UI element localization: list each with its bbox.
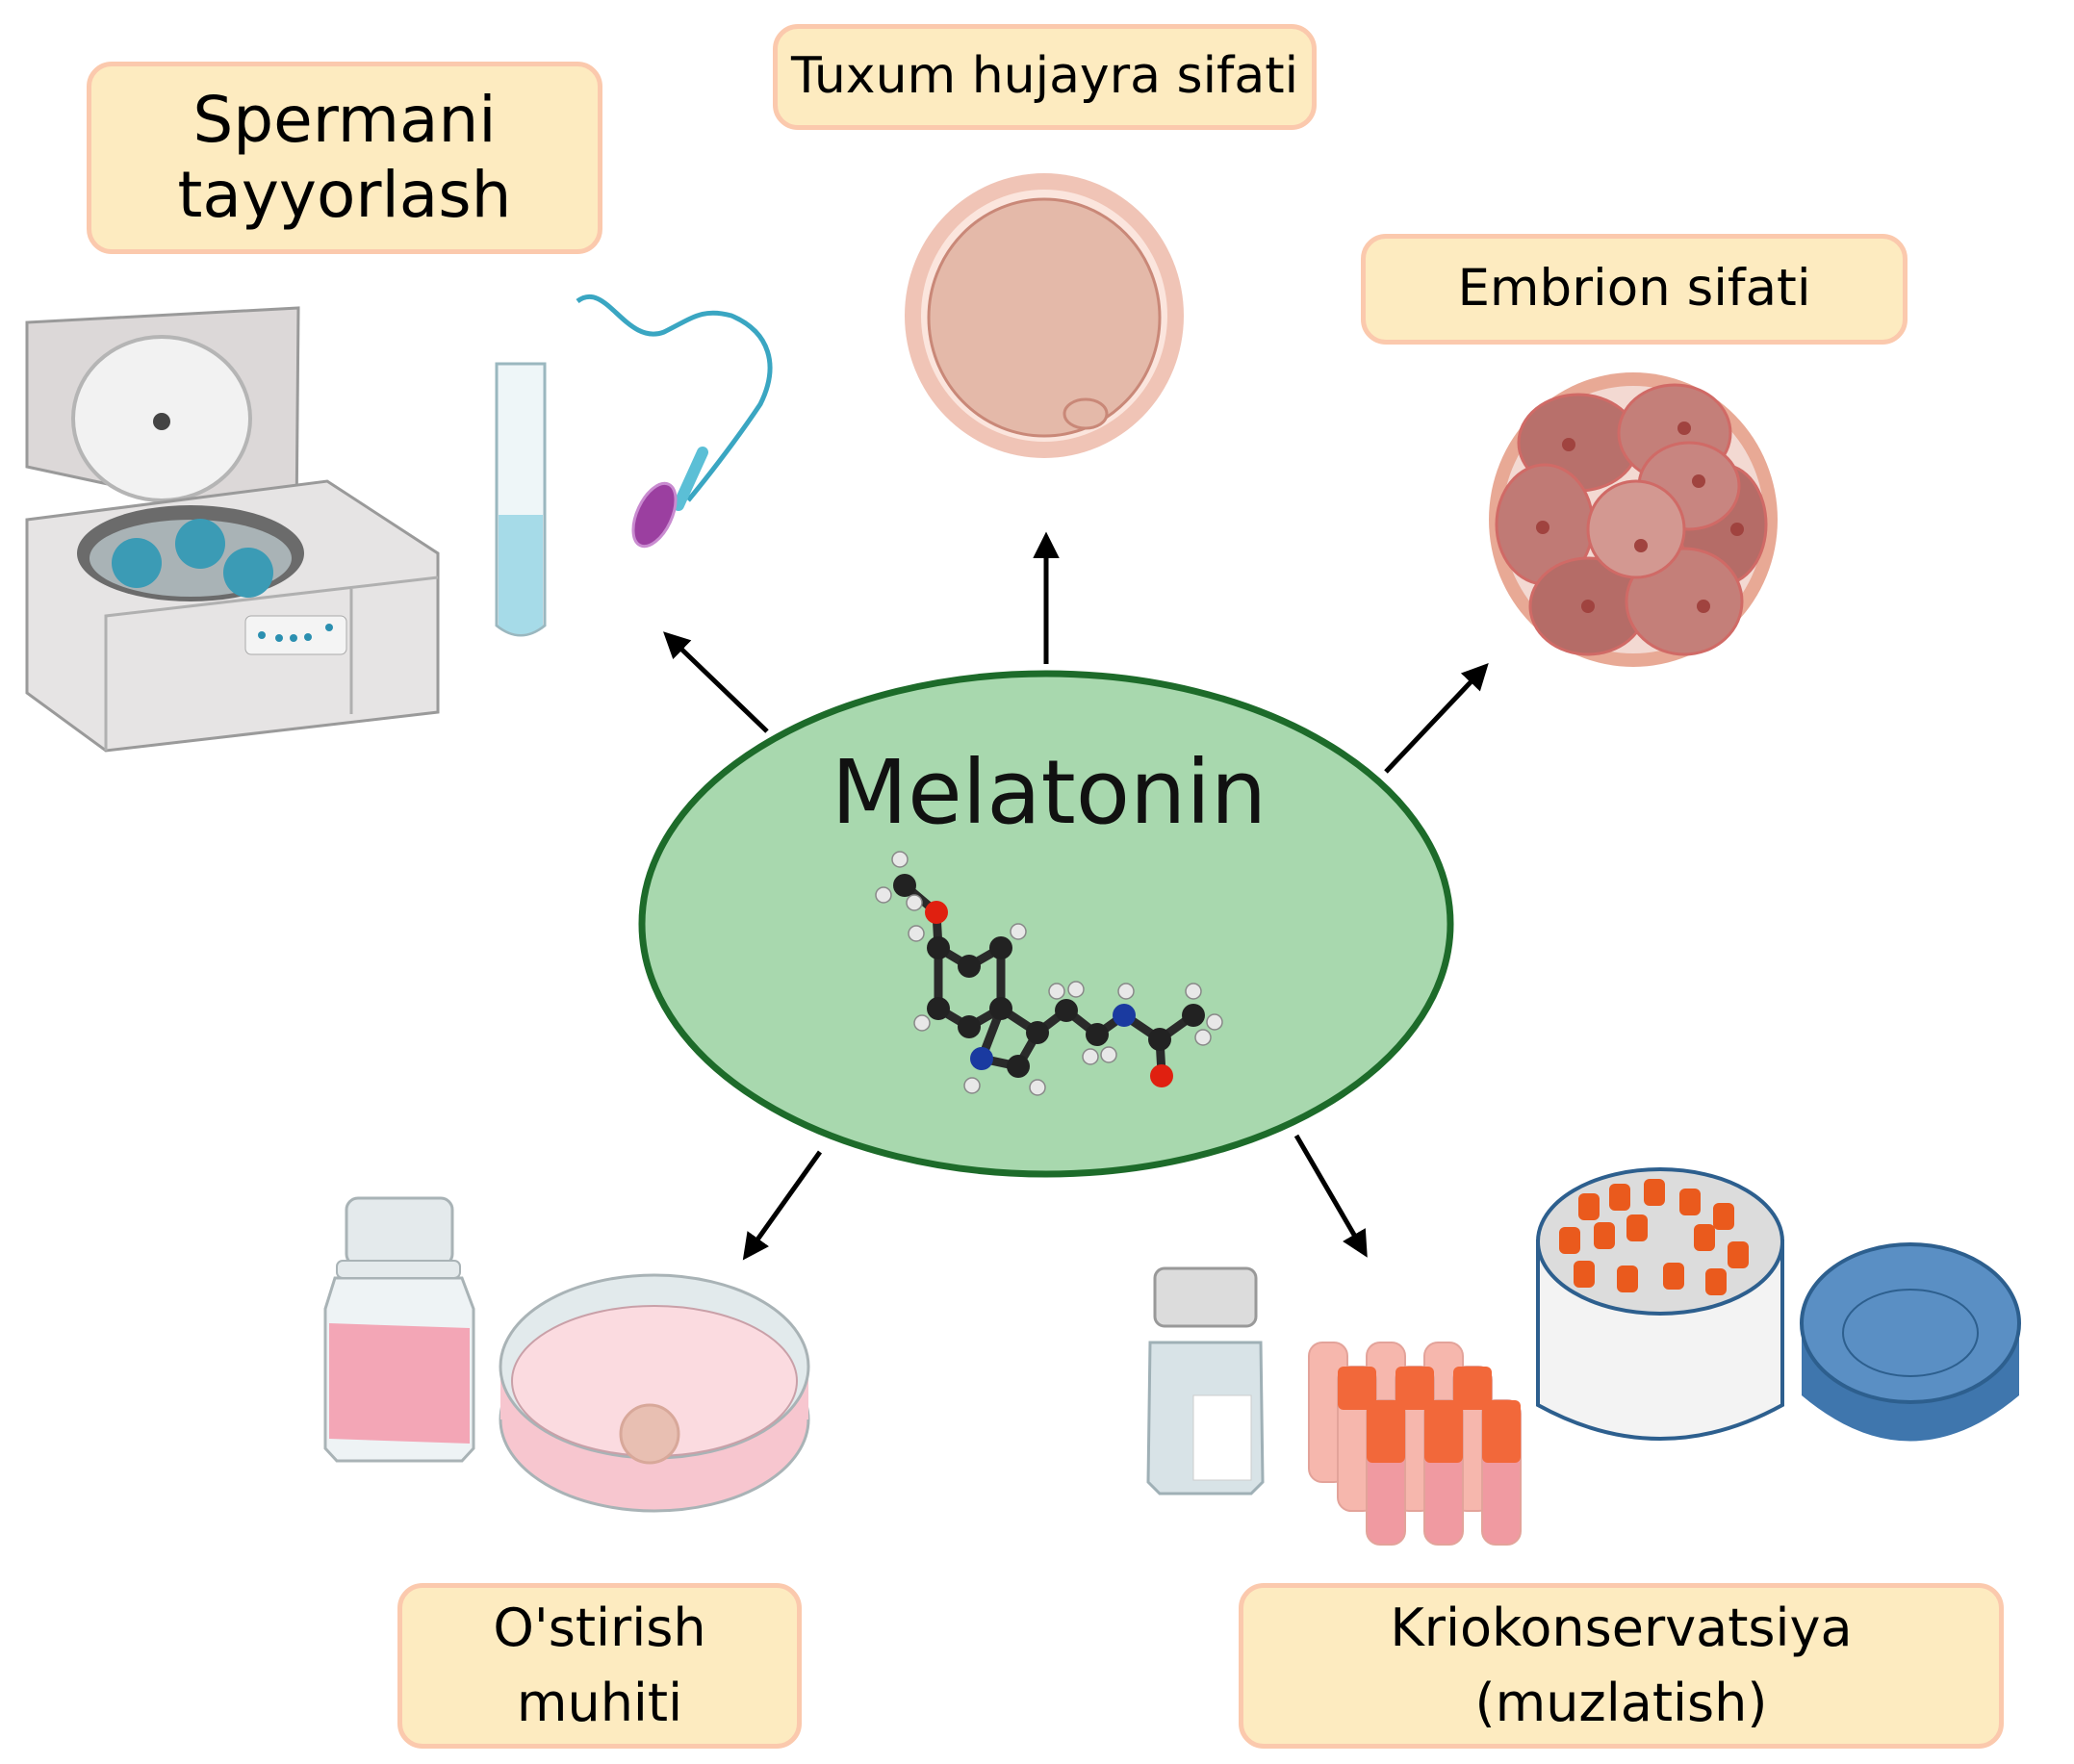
reagent-bottle-icon xyxy=(1146,1266,1265,1496)
embryo-icon xyxy=(1489,372,1778,667)
arrows xyxy=(663,531,1489,1261)
node-sperm-line-2: tayyorlash xyxy=(177,158,512,232)
sperm-cell-icon xyxy=(576,294,773,549)
node-embryo-quality: Embrion sifati xyxy=(1361,234,1908,345)
node-sperm-preparation: Spermani tayyorlash xyxy=(87,62,602,254)
node-oocyte-quality: Tuxum hujayra sifati xyxy=(773,24,1317,130)
centrifuge-icon xyxy=(25,306,440,753)
arrow-to-embryo xyxy=(1384,663,1489,774)
node-culture-line-1: O'stirish xyxy=(493,1597,706,1658)
node-cryo-line-1: Kriokonservatsiya xyxy=(1390,1597,1853,1658)
melatonin-ellipse xyxy=(638,670,1454,1178)
cryovials-icon xyxy=(1308,1342,1522,1546)
media-bottle-icon xyxy=(323,1196,475,1463)
node-sperm-line-1: Spermani xyxy=(192,83,497,158)
test-tube-icon xyxy=(495,362,547,637)
cryo-storage-box-icon xyxy=(1536,1167,1784,1441)
arrow-to-cryo xyxy=(1293,1134,1368,1258)
petri-dish-icon xyxy=(499,1273,810,1513)
node-egg-line-1: Tuxum hujayra sifati xyxy=(790,47,1299,106)
box-lid-icon xyxy=(1800,1242,2021,1442)
melatonin-molecule-icon xyxy=(875,851,1223,1096)
node-embryo-line-1: Embrion sifati xyxy=(1457,259,1811,319)
oocyte-icon xyxy=(905,173,1184,458)
arrow-to-sperm xyxy=(663,631,769,733)
arrow-to-culture xyxy=(742,1150,823,1261)
node-culture-medium: O'stirish muhiti xyxy=(397,1583,802,1749)
node-cryo-line-2: (muzlatish) xyxy=(1474,1673,1768,1733)
node-culture-line-2: muhiti xyxy=(516,1673,683,1733)
node-cryopreservation: Kriokonservatsiya (muzlatish) xyxy=(1239,1583,2004,1749)
center-label: Melatonin xyxy=(831,741,1267,844)
